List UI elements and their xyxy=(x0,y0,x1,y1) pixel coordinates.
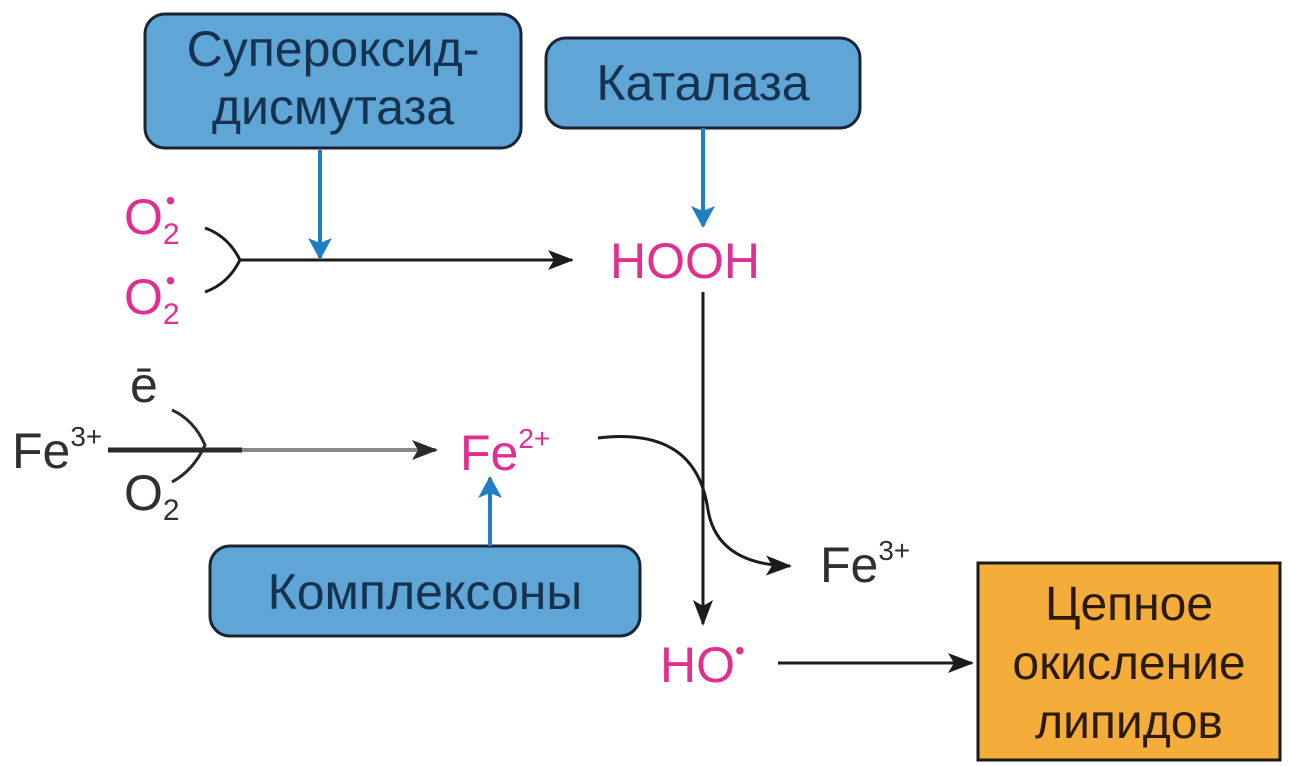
hydroxyl-radical: HO• xyxy=(660,635,745,693)
chelators-enzyme-box: Комплексоны xyxy=(208,544,642,638)
result-line1: Цепное xyxy=(1045,578,1213,631)
result-line3: липидов xyxy=(1035,696,1223,749)
ferric-ion-left: Fe3+ xyxy=(12,421,102,479)
catalase-enzyme-box: Каталаза xyxy=(544,36,862,130)
catalase-label: Каталаза xyxy=(596,55,809,111)
lipid-oxidation-box: Цепное окисление липидов xyxy=(976,561,1282,762)
sod-label-line2: дисмутаза xyxy=(212,79,455,135)
sod-enzyme-box: Супероксид- дисмутаза xyxy=(143,12,523,150)
hydrogen-peroxide: HOOH xyxy=(610,233,760,289)
ferric-ion-right: Fe3+ xyxy=(820,535,910,593)
superoxide-top: O2• xyxy=(124,185,180,251)
result-line2: окисление xyxy=(1012,637,1245,690)
superoxide-bottom: O2• xyxy=(124,265,180,331)
oxygen-molecule: O2 xyxy=(124,465,180,527)
ferrous-ion: Fe2+ xyxy=(460,423,550,481)
chelators-label: Комплексоны xyxy=(268,564,583,620)
fenton-iron-oxidation-arrow xyxy=(597,435,792,576)
dismutation-merge-curve xyxy=(204,226,242,294)
sod-label-line1: Супероксид- xyxy=(187,21,480,77)
electron: ē xyxy=(130,357,158,413)
iron-merge-curve xyxy=(171,408,207,484)
